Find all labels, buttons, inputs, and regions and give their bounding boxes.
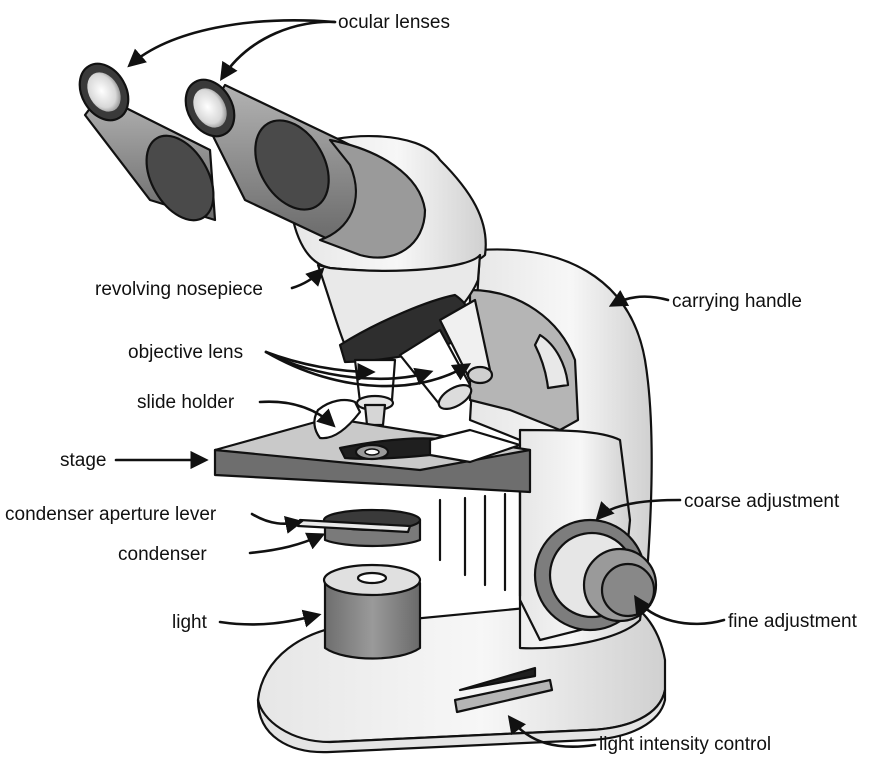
arrow-aperture-lever (250, 512, 304, 534)
label-stage: stage (60, 450, 106, 471)
label-objective-lens: objective lens (128, 342, 243, 363)
right-ocular-lens (193, 88, 227, 128)
label-carrying-handle: carrying handle (672, 291, 802, 312)
arrow-ocular-left (127, 19, 337, 68)
arrow-coarse (595, 498, 682, 521)
label-ocular-lenses: ocular lenses (338, 12, 450, 33)
arrow-nosepiece (290, 267, 325, 290)
arrow-ocular-right (220, 20, 337, 82)
arrow-objective-3 (264, 350, 472, 388)
nosepiece-objectives (338, 293, 494, 427)
stage-rails (438, 490, 522, 598)
arrow-carrying-handle (608, 289, 670, 307)
light-source (322, 563, 422, 660)
label-coarse-adjustment: coarse adjustment (684, 491, 840, 512)
arrow-fine (634, 594, 726, 626)
label-revolving-nosepiece: revolving nosepiece (95, 279, 263, 300)
label-arrows (114, 19, 726, 749)
arrow-condenser (248, 532, 326, 555)
label-slide-holder: slide holder (137, 392, 235, 413)
arrow-slide-holder (258, 400, 336, 428)
arrow-objective-2 (264, 350, 434, 386)
light-intensity-control-dial (453, 666, 554, 714)
label-condenser-aperture-lever: condenser aperture lever (5, 504, 217, 525)
ocular-tubes (78, 62, 427, 259)
arrow-light-intensity (507, 715, 597, 749)
arrow-light (218, 609, 322, 628)
left-ocular-lens (87, 72, 121, 112)
label-fine-adjustment: fine adjustment (728, 611, 858, 632)
labels: ocular lenses revolving nosepiece carryi… (5, 12, 858, 755)
label-light: light (172, 612, 208, 633)
stage-platform (213, 399, 532, 494)
condenser-unit (296, 508, 422, 548)
label-light-intensity-control: light intensity control (599, 734, 771, 755)
label-condenser: condenser (118, 544, 207, 565)
